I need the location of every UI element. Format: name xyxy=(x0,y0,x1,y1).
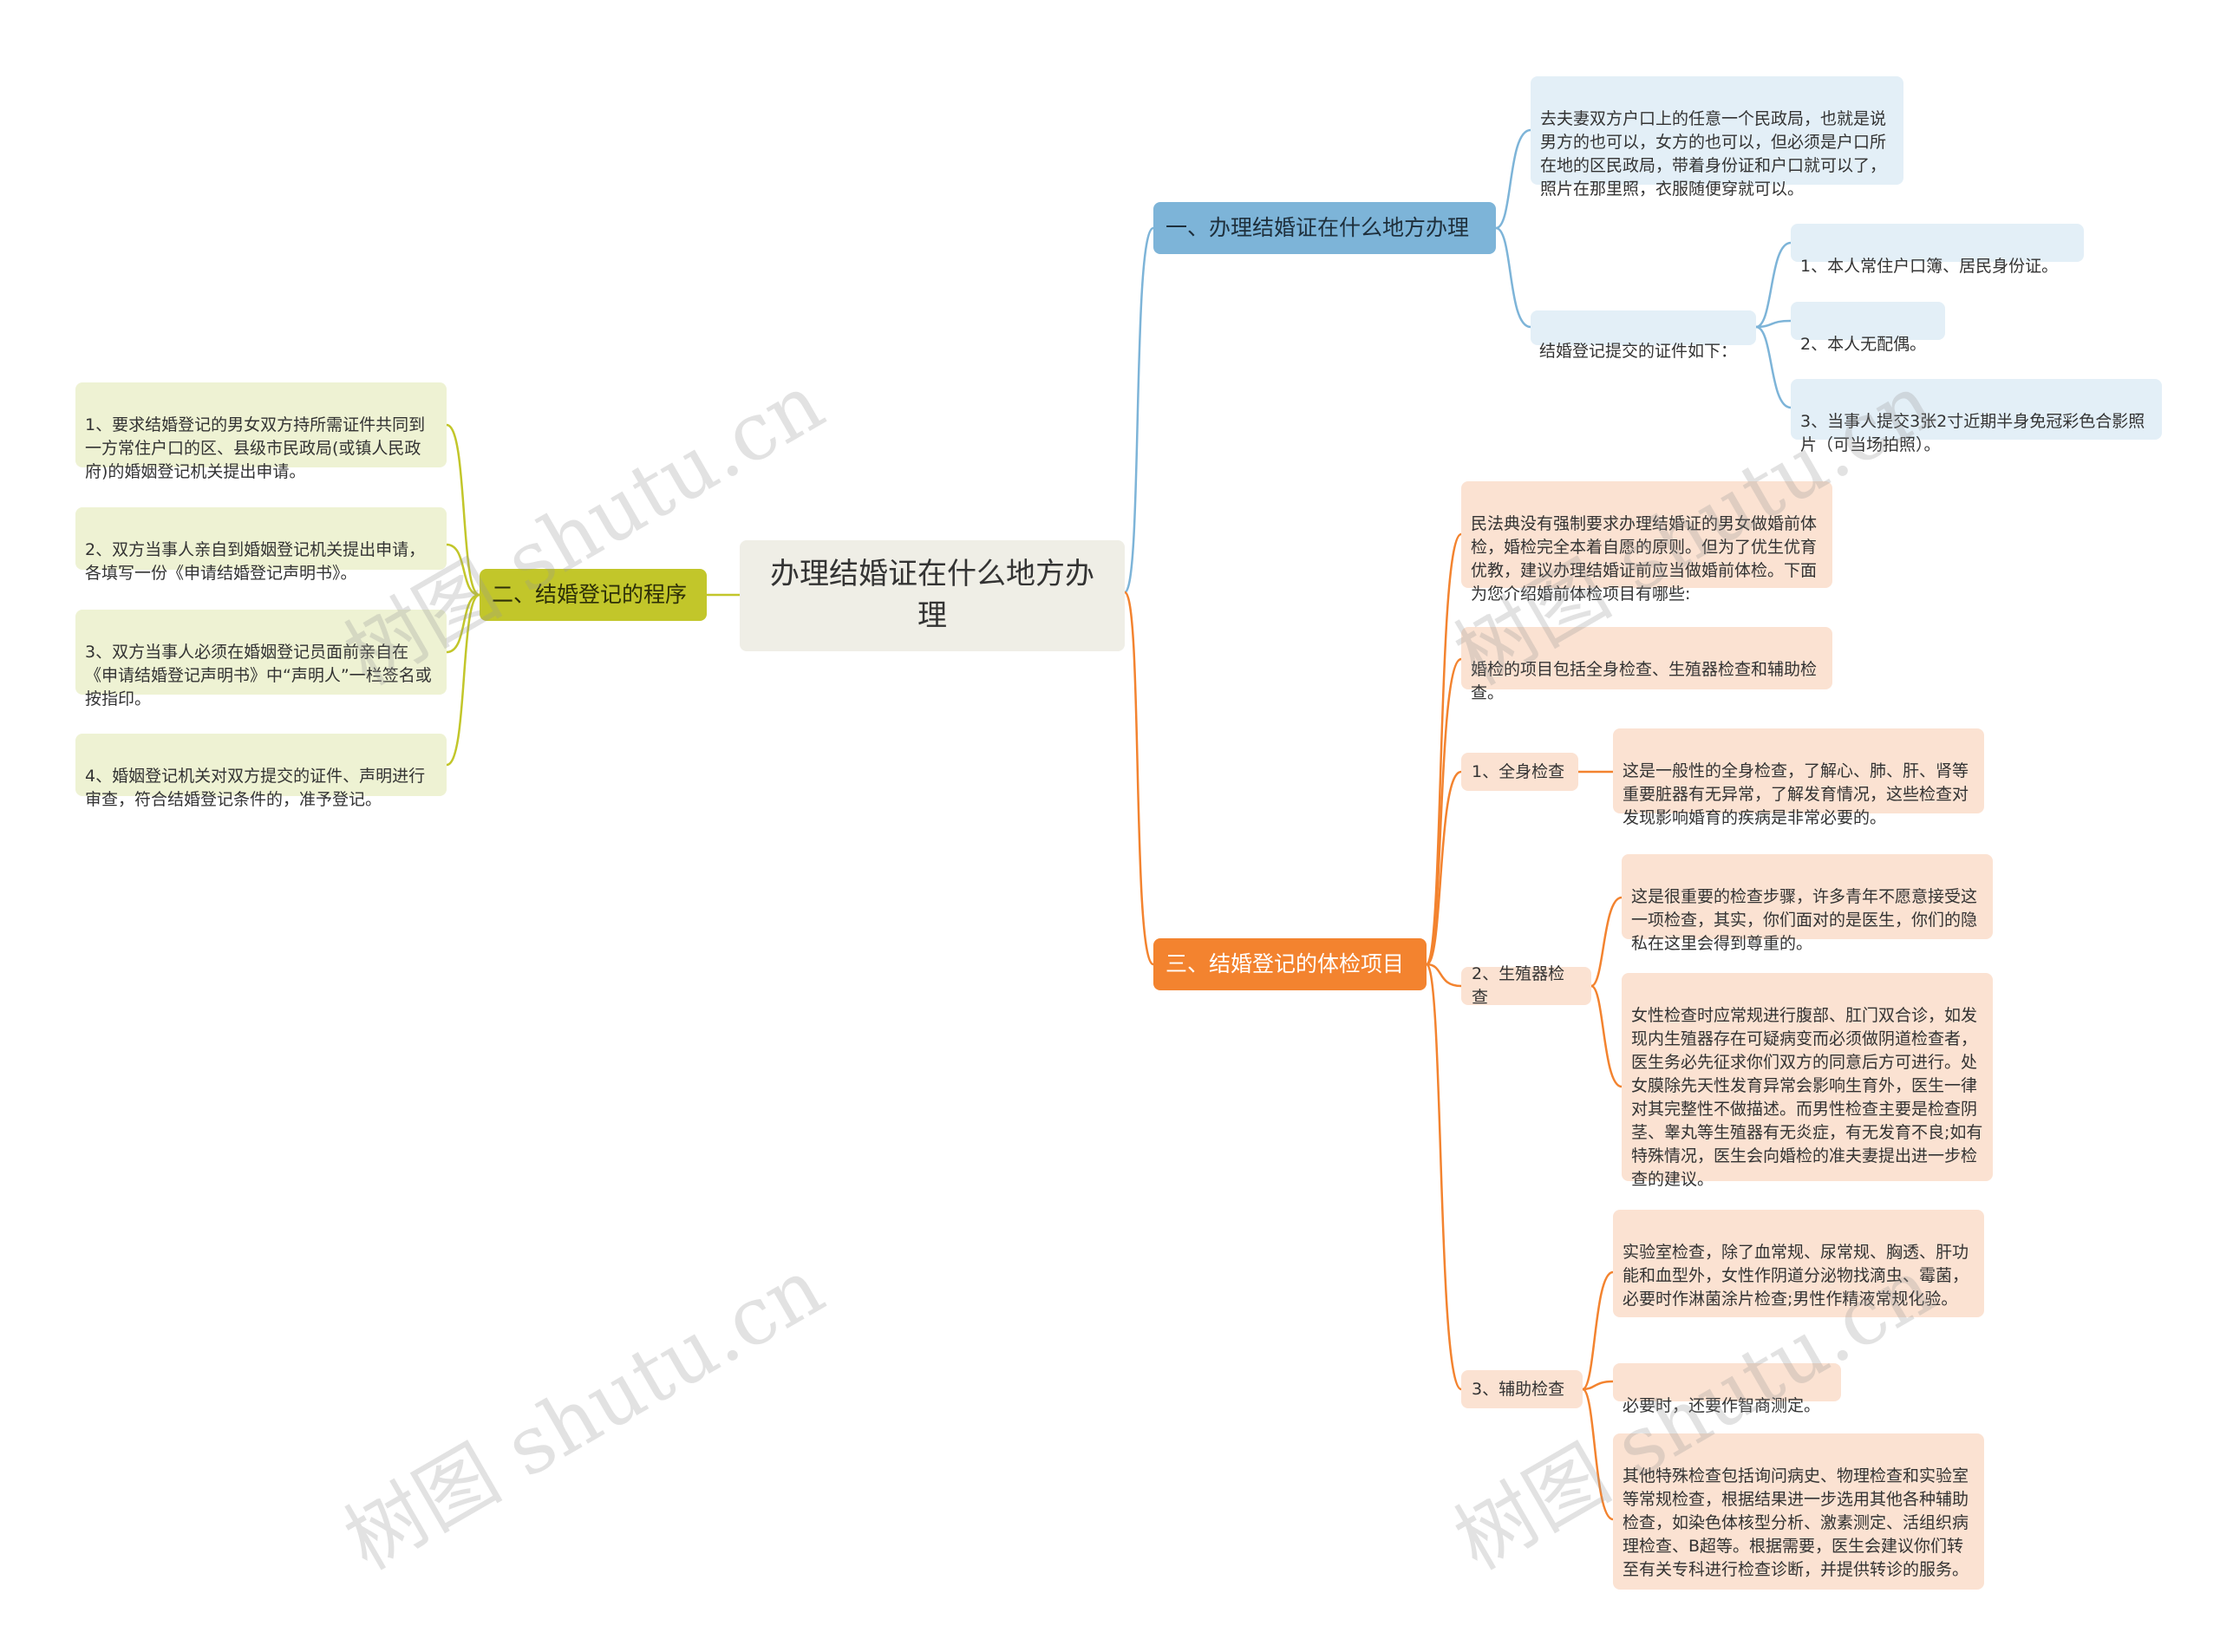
doc-item-text: 2、本人无配偶。 xyxy=(1800,334,1927,354)
procedure-step[interactable]: 4、婚姻登记机关对双方提交的证件、声明进行审查，符合结婚登记条件的，准予登记。 xyxy=(75,734,447,809)
doc-item[interactable]: 2、本人无配偶。 xyxy=(1791,302,1945,354)
exam-note-text: 实验室检查，除了血常规、尿常规、胸透、肝功能和血型外，女性作阴道分泌物找滴虫、霉… xyxy=(1623,1242,1969,1309)
exam-note[interactable]: 必要时，还要作智商测定。 xyxy=(1613,1363,1841,1415)
doc-item-text: 1、本人常住户口簿、居民身份证。 xyxy=(1800,256,2059,276)
place-note-text: 去夫妻双方户口上的任意一个民政局，也就是说男方的也可以，女方的也可以，但必须是户… xyxy=(1540,108,1887,199)
procedure-step-text: 3、双方当事人必须在婚姻登记员面前亲自在《申请结婚登记声明书》中“声明人”一栏签… xyxy=(85,642,432,708)
procedure-step[interactable]: 1、要求结婚登记的男女双方持所需证件共同到一方常住户口的区、县级市民政局(或镇人… xyxy=(75,382,447,481)
exam-items-intro-text: 婚检的项目包括全身检查、生殖器检查和辅助检查。 xyxy=(1471,659,1818,702)
root-topic[interactable]: 办理结婚证在什么地方办理 xyxy=(740,540,1125,651)
section-label: 3、辅助检查 xyxy=(1472,1379,1565,1399)
exam-note[interactable]: 这是很重要的检查步骤，许多青年不愿意接受这一项检查，其实，你们面对的是医生，你们… xyxy=(1622,854,1993,953)
procedure-step-text: 2、双方当事人亲自到婚姻登记机关提出申请，各填写一份《申请结婚登记声明书》。 xyxy=(85,539,426,583)
exam-note[interactable]: 这是一般性的全身检查，了解心、肺、肝、肾等重要脏器有无异常，了解发育情况，这些检… xyxy=(1613,728,1984,827)
root-topic-label: 办理结婚证在什么地方办理 xyxy=(770,557,1094,633)
place-note[interactable]: 去夫妻双方户口上的任意一个民政局，也就是说男方的也可以，女方的也可以，但必须是户… xyxy=(1531,76,1903,199)
procedure-step-text: 4、婚姻登记机关对双方提交的证件、声明进行审查，符合结婚登记条件的，准予登记。 xyxy=(85,766,426,809)
section-label: 2、生殖器检查 xyxy=(1472,964,1565,1007)
docs-label-node[interactable]: 结婚登记提交的证件如下： xyxy=(1531,310,1756,361)
exam-intro[interactable]: 民法典没有强制要求办理结婚证的男女做婚前体检，婚检完全本着自愿的原则。但为了优生… xyxy=(1461,481,1832,604)
doc-item[interactable]: 1、本人常住户口簿、居民身份证。 xyxy=(1791,224,2084,276)
branch-procedure-label: 二、结婚登记的程序 xyxy=(492,582,688,608)
procedure-step-text: 1、要求结婚登记的男女双方持所需证件共同到一方常住户口的区、县级市民政局(或镇人… xyxy=(85,415,426,481)
section-genital-exam[interactable]: 2、生殖器检查 xyxy=(1461,964,1591,1007)
doc-item-text: 3、当事人提交3张2寸近期半身免冠彩色合影照片（可当场拍照）。 xyxy=(1800,411,2145,454)
branch-where-to-register[interactable]: 一、办理结婚证在什么地方办理 xyxy=(1153,202,1496,254)
procedure-step[interactable]: 3、双方当事人必须在婚姻登记员面前亲自在《申请结婚登记声明书》中“声明人”一栏签… xyxy=(75,610,447,708)
exam-note-text: 这是很重要的检查步骤，许多青年不愿意接受这一项检查，其实，你们面对的是医生，你们… xyxy=(1631,886,1978,953)
exam-note-text: 女性检查时应常规进行腹部、肛门双合诊，如发现内生殖器存在可疑病变而必须做阴道检查… xyxy=(1631,1005,1983,1189)
section-label: 1、全身检查 xyxy=(1472,761,1565,781)
exam-note-text: 这是一般性的全身检查，了解心、肺、肝、肾等重要脏器有无异常，了解发育情况，这些检… xyxy=(1623,761,1969,827)
branch-medical-exam[interactable]: 三、结婚登记的体检项目 xyxy=(1153,938,1427,990)
exam-note[interactable]: 实验室检查，除了血常规、尿常规、胸透、肝功能和血型外，女性作阴道分泌物找滴虫、霉… xyxy=(1613,1210,1984,1317)
exam-note[interactable]: 其他特殊检查包括询问病史、物理检查和实验室等常规检查，根据结果进一步选用其他各种… xyxy=(1613,1433,1984,1590)
branch-exam-label: 三、结婚登记的体检项目 xyxy=(1166,951,1405,977)
doc-item[interactable]: 3、当事人提交3张2寸近期半身免冠彩色合影照片（可当场拍照）。 xyxy=(1791,379,2162,454)
section-auxiliary-exam[interactable]: 3、辅助检查 xyxy=(1461,1370,1583,1408)
docs-label-text: 结婚登记提交的证件如下： xyxy=(1539,341,1738,361)
exam-note[interactable]: 女性检查时应常规进行腹部、肛门双合诊，如发现内生殖器存在可疑病变而必须做阴道检查… xyxy=(1622,973,1993,1189)
exam-note-text: 必要时，还要作智商测定。 xyxy=(1623,1395,1821,1415)
branch-where-label: 一、办理结婚证在什么地方办理 xyxy=(1166,215,1470,241)
procedure-step[interactable]: 2、双方当事人亲自到婚姻登记机关提出申请，各填写一份《申请结婚登记声明书》。 xyxy=(75,507,447,583)
exam-note-text: 其他特殊检查包括询问病史、物理检查和实验室等常规检查，根据结果进一步选用其他各种… xyxy=(1623,1466,1969,1579)
exam-intro-text: 民法典没有强制要求办理结婚证的男女做婚前体检，婚检完全本着自愿的原则。但为了优生… xyxy=(1471,513,1818,604)
exam-items-intro[interactable]: 婚检的项目包括全身检查、生殖器检查和辅助检查。 xyxy=(1461,627,1832,702)
section-general-exam[interactable]: 1、全身检查 xyxy=(1461,753,1578,791)
branch-registration-procedure[interactable]: 二、结婚登记的程序 xyxy=(480,569,707,621)
